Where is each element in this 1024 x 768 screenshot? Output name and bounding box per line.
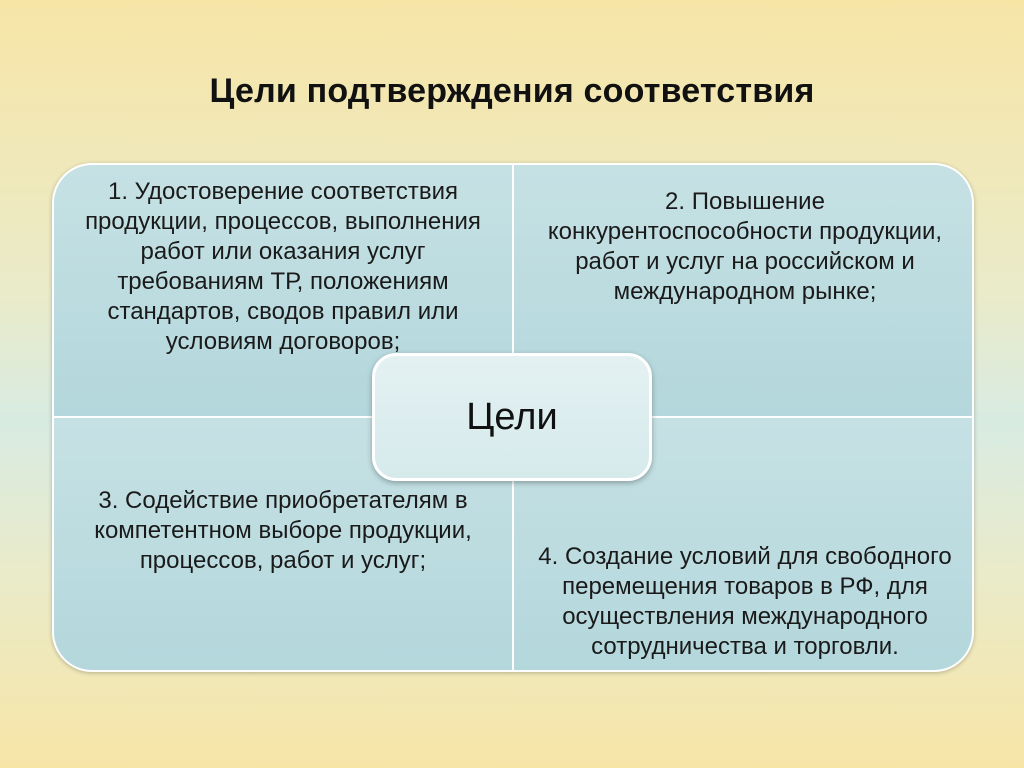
slide-title: Цели подтверждения соответствия — [209, 72, 815, 110]
quadrant-2-text: 2. Повышение конкурентоспособности проду… — [547, 188, 943, 305]
center-goals-label: Цели — [466, 395, 558, 438]
quadrant-3: 3. Содействие приобретателям в компетент… — [54, 418, 512, 670]
quadrant-1: 1. Удостоверение соответствия продукции,… — [54, 165, 512, 416]
quadrant-3-text: 3. Содействие приобретателям в компетент… — [94, 487, 472, 574]
quadrant-1-text: 1. Удостоверение соответствия продукции,… — [85, 178, 481, 355]
quadrant-4-text: 4. Создание условий для свободного перем… — [538, 543, 952, 660]
center-goals-box: Цели — [372, 353, 652, 481]
